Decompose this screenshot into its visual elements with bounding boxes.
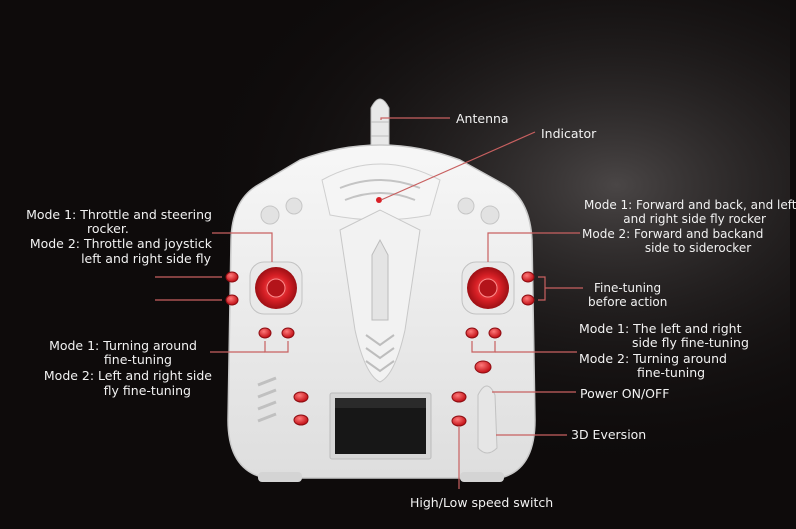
label-finetune-line1: Fine-tuning (594, 281, 662, 295)
label-power: Power ON/OFF (580, 386, 670, 401)
label-left-turn-line2: fine-tuning (103, 352, 172, 367)
right-foot (460, 472, 504, 482)
speed-switch-button[interactable] (451, 415, 467, 427)
label-right-mode2-line2: side to siderocker (644, 241, 752, 255)
left-joystick[interactable] (249, 261, 303, 315)
left-foot (258, 472, 302, 482)
label-right-turn-line1: Mode 1: The left and right (579, 321, 742, 336)
label-right-turn-line3: Mode 2: Turning around (579, 351, 727, 366)
label-indicator: Indicator (541, 126, 597, 141)
label-left-mode2-line1: Mode 2: Throttle and joystick (29, 236, 212, 251)
eversion-button[interactable] (451, 391, 467, 403)
right-joystick[interactable] (461, 261, 515, 315)
right-trim-buttons[interactable] (465, 271, 535, 339)
label-finetune-line2: before action (588, 295, 668, 309)
label-speed-switch: High/Low speed switch (410, 495, 554, 510)
leader-lines (155, 117, 583, 489)
power-button[interactable] (474, 360, 492, 374)
left-trim-buttons[interactable] (225, 271, 309, 426)
label-right-turn-line4: fine-tuning (637, 365, 706, 380)
antenna-part (370, 98, 390, 151)
indicator-light (376, 197, 382, 203)
label-right-mode1-line1: Mode 1: Forward and back, and left (584, 198, 796, 212)
label-left-turn-line4: fly fine-tuning (103, 383, 191, 398)
label-right-turn-line2: side fly fine-tuning (632, 335, 749, 350)
eversion-lever[interactable] (477, 385, 498, 454)
label-right-mode1-line2: and right side fly rocker (623, 212, 766, 226)
label-left-mode2-line2: left and right side fly (81, 251, 211, 266)
label-antenna: Antenna (456, 111, 509, 126)
lcd-screen (329, 392, 432, 460)
label-eversion: 3D Eversion (571, 427, 647, 442)
label-right-mode2-line1: Mode 2: Forward and backand (582, 227, 764, 241)
label-left-mode1-line1: Mode 1: Throttle and steering (26, 207, 212, 222)
label-left-mode1-line2: rocker. (87, 221, 129, 236)
label-left-turn-line1: Mode 1: Turning around (49, 338, 197, 353)
label-left-turn-line3: Mode 2: Left and right side (43, 368, 212, 383)
